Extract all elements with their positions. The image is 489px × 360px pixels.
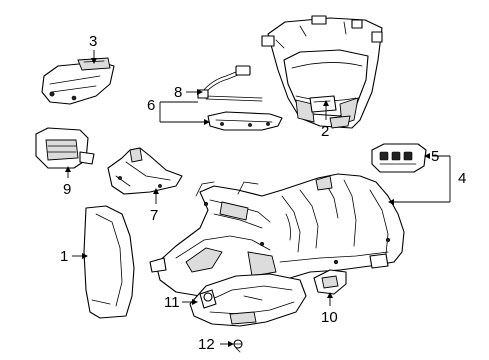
part-2-cluster-panel <box>261 15 383 129</box>
callout-8: 8 <box>174 84 182 101</box>
part-3-trim <box>41 57 115 105</box>
callout-labels: 1 2 3 4 5 6 7 8 9 10 11 12 <box>60 33 466 353</box>
part-6-trim-strip <box>207 111 283 131</box>
part-12-screw <box>233 339 243 353</box>
leader-lines <box>65 50 451 347</box>
part-7-bracket <box>107 147 183 195</box>
callout-7: 7 <box>150 207 158 224</box>
part-8-cable <box>197 65 263 102</box>
part-10-bracket <box>313 269 347 295</box>
callout-2: 2 <box>321 123 329 140</box>
part-11-tray <box>189 273 307 327</box>
callout-1: 1 <box>60 248 68 265</box>
part-4-console <box>149 173 405 297</box>
callout-3: 3 <box>89 33 97 50</box>
callout-10: 10 <box>321 309 338 326</box>
part-1-side-panel <box>83 205 135 319</box>
callout-6: 6 <box>147 97 155 114</box>
callout-11: 11 <box>164 294 180 311</box>
callout-9: 9 <box>63 181 71 198</box>
part-5-switch <box>371 143 427 173</box>
part-9-vent <box>35 127 95 169</box>
callout-4: 4 <box>458 170 466 187</box>
callout-5: 5 <box>431 148 439 165</box>
callout-12: 12 <box>198 336 215 353</box>
